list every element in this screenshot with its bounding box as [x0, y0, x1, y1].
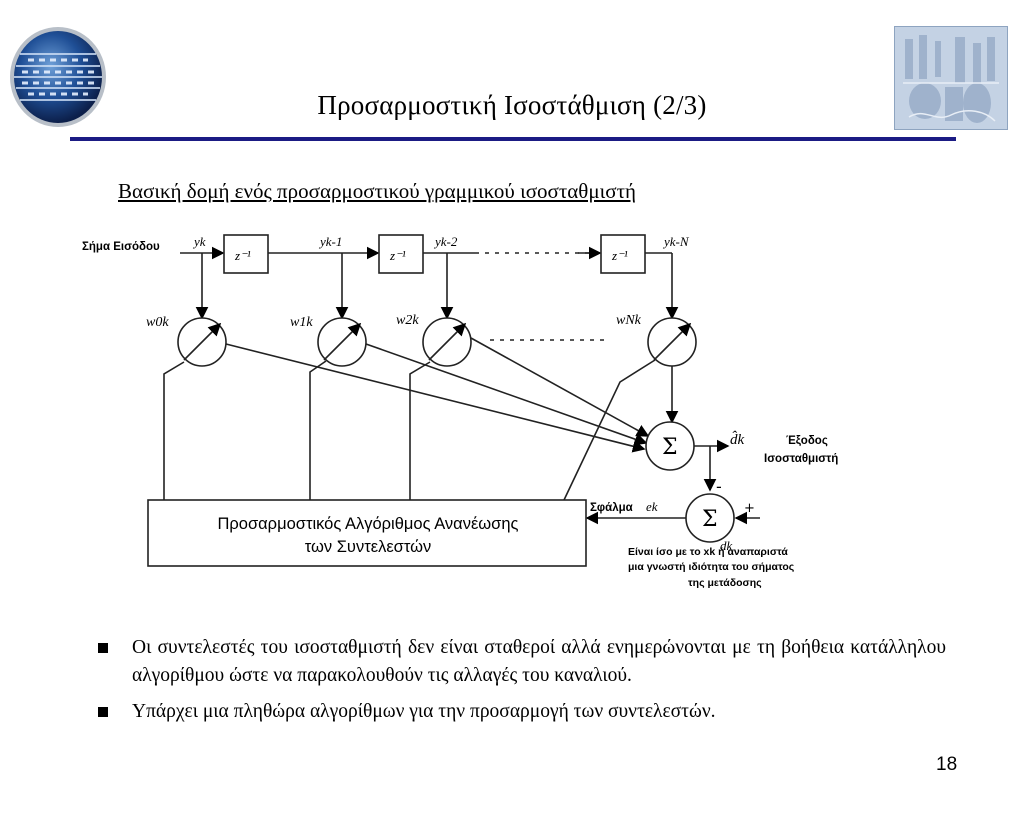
- slide-title: Προσαρμοστική Ισοστάθμιση (2/3): [0, 90, 1024, 121]
- output-label-1: Έξοδος: [786, 435, 828, 447]
- square-bullet-icon: [98, 707, 108, 717]
- desired-note-3: της μετάδοσης: [688, 577, 762, 589]
- square-bullet-icon: [98, 643, 108, 653]
- minus-sign: -: [716, 477, 722, 496]
- bullet-list: Οι συντελεστές του ισοσταθμιστή δεν είνα…: [94, 634, 946, 734]
- delay-label-2: z⁻¹: [389, 248, 406, 263]
- output-signal: d̂k: [730, 431, 745, 448]
- input-signal: yk: [192, 234, 206, 249]
- diagram-caption: Βασική δομή ενός προσαρμοστικού γραμμικο…: [118, 179, 636, 204]
- tap2-signal: yk-2: [433, 234, 458, 249]
- input-label: Σήμα Εισόδου: [82, 241, 160, 253]
- plus-sign: +: [744, 501, 755, 516]
- page-number: 18: [936, 754, 957, 776]
- tap1-signal: yk-1: [318, 234, 342, 249]
- algorithm-box: [148, 500, 586, 566]
- weight-1-label: w1k: [290, 315, 313, 330]
- desired-note-1: Είναι ίσο με το xk ή αναπαριστά: [628, 546, 788, 558]
- delay-label-1: z⁻¹: [234, 248, 251, 263]
- title-rule: [70, 137, 956, 141]
- weight-0-label: w0k: [146, 315, 169, 330]
- bullet-text: Υπάρχει μια πληθώρα αλγορίθμων για την π…: [132, 701, 716, 722]
- output-sigma: Σ: [662, 435, 678, 460]
- algorithm-label-2: των Συντελεστών: [305, 538, 432, 556]
- algorithm-label-1: Προσαρμοστικός Αλγόριθμος Ανανέωσης: [217, 515, 518, 533]
- error-label: Σφάλμα: [590, 502, 633, 514]
- delay-label-n: z⁻¹: [611, 248, 628, 263]
- weight-n-label: wNk: [616, 313, 642, 328]
- error-sigma: Σ: [702, 507, 718, 532]
- desired-note-2: μια γνωστή ιδιότητα του σήματος: [628, 561, 795, 573]
- error-signal: ek: [646, 499, 658, 514]
- bullet-text: Οι συντελεστές του ισοσταθμιστή δεν είνα…: [132, 637, 946, 686]
- bullet-item: Υπάρχει μια πληθώρα αλγορίθμων για την π…: [94, 698, 946, 726]
- output-label-2: Ισοσταθμιστή: [764, 453, 838, 465]
- weight-2-label: w2k: [396, 313, 419, 328]
- equalizer-diagram: Σήμα Εισόδου yk z⁻¹ yk-1 z⁻¹ yk-2 z⁻¹ yk…: [80, 222, 880, 600]
- bullet-item: Οι συντελεστές του ισοσταθμιστή δεν είνα…: [94, 634, 946, 690]
- tapn-signal: yk-N: [662, 234, 690, 249]
